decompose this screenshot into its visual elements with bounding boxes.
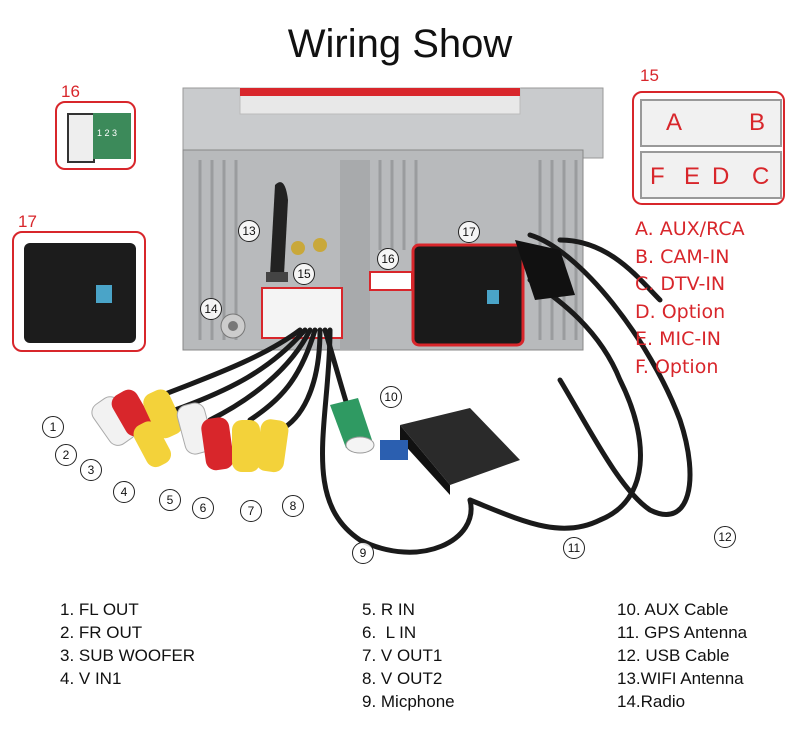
legend-item: 10. AUX Cable (617, 600, 729, 619)
callout-16: 16 (377, 248, 399, 270)
port-16-highlight (369, 271, 413, 291)
callout-13: 13 (238, 220, 260, 242)
gps-antenna-box (380, 408, 520, 495)
callout-17: 17 (458, 221, 480, 243)
callout-1: 1 (42, 416, 64, 438)
connector-16-pins: 1 2 3 (97, 128, 118, 138)
legend-column-1: 1. FL OUT 2. FR OUT 3. SUB WOOFER 4. V I… (60, 598, 195, 690)
head-unit-chassis (182, 87, 604, 351)
connector-e-label: E (684, 163, 701, 190)
inset-15-label: 15 (640, 66, 659, 85)
inset-15: A B F E D C (632, 91, 785, 205)
legend-item: 13.WIFI Antenna (617, 669, 744, 688)
callout-10: 10 (380, 386, 402, 408)
legend-column-2: 5. R IN 6. L IN 7. V OUT1 8. V OUT2 9. M… (362, 598, 455, 713)
port-legend-item: C. DTV-IN (635, 273, 726, 295)
callout-3: 3 (80, 459, 102, 481)
connector-17-latch (96, 285, 112, 303)
inset-17 (12, 231, 146, 352)
wifi-antenna (266, 182, 288, 282)
legend-item: 8. V OUT2 (362, 669, 443, 688)
callout-14: 14 (200, 298, 222, 320)
legend-item: 5. R IN (362, 600, 415, 619)
legend-item: 3. SUB WOOFER (60, 646, 196, 665)
port-17-highlight (411, 243, 525, 347)
rca-plugs (91, 389, 289, 473)
connector-f-label: F (650, 163, 665, 190)
legend-item: 11. GPS Antenna (617, 623, 748, 642)
connector-16-housing (67, 113, 95, 163)
connector-d-label: D (712, 163, 730, 190)
legend-item: 12. USB Cable (617, 646, 730, 665)
connector-c-label: C (752, 163, 770, 190)
legend-item: 14.Radio (617, 692, 686, 711)
inset-16: 1 2 3 (55, 101, 136, 170)
port-legend-item: A. AUX/RCA (635, 218, 745, 240)
callout-6: 6 (192, 497, 214, 519)
port-legend-item: E. MIC-IN (635, 328, 722, 350)
callout-9: 9 (352, 542, 374, 564)
callout-11: 11 (563, 537, 585, 559)
legend-item: 9. Micphone (362, 692, 455, 711)
connector-a-label: A (666, 109, 683, 136)
connector-b-label: B (749, 109, 766, 136)
legend-item: 7. V OUT1 (362, 646, 443, 665)
legend-item: 4. V IN1 (60, 669, 122, 688)
callout-7: 7 (240, 500, 262, 522)
callout-2: 2 (55, 444, 77, 466)
connector-17-housing (24, 243, 136, 343)
page-title: Wiring Show (287, 22, 513, 66)
port-legend-item: D. Option (635, 300, 726, 323)
legend-item: 6. L IN (362, 623, 417, 642)
connector-15-bottom (640, 151, 782, 199)
callout-15: 15 (293, 263, 315, 285)
port-legend: A. AUX/RCA B. CAM-IN C. DTV-IN D. Option… (635, 216, 745, 381)
legend-item: 1. FL OUT (60, 600, 139, 619)
legend-column-3: 10. AUX Cable 11. GPS Antenna 12. USB Ca… (617, 598, 747, 713)
callout-12: 12 (714, 526, 736, 548)
connector-16-board (93, 113, 131, 159)
port-legend-item: B. CAM-IN (635, 245, 730, 268)
inset-17-label: 17 (18, 212, 37, 231)
callout-4: 4 (113, 481, 135, 503)
callout-8: 8 (282, 495, 304, 517)
connector-15-top (640, 99, 782, 147)
legend-item: 2. FR OUT (60, 623, 143, 642)
callout-5: 5 (159, 489, 181, 511)
inset-16-label: 16 (61, 82, 80, 101)
port-legend-item: F. Option (635, 355, 719, 378)
